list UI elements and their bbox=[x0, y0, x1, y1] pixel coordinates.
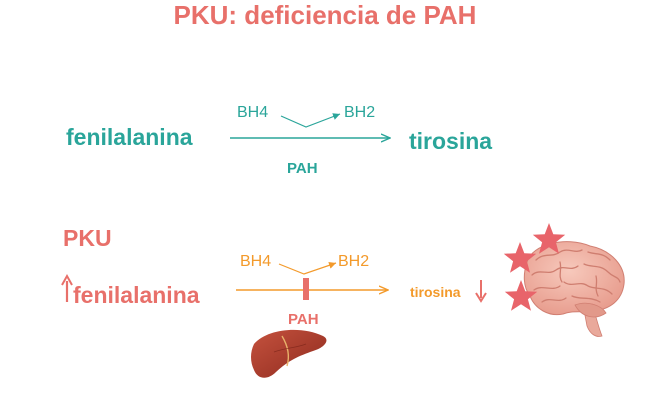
normal-cofactor-in: BH4 bbox=[237, 104, 269, 121]
down-arrow-icon bbox=[475, 280, 487, 303]
star-icon bbox=[532, 223, 566, 254]
pku-enzyme-block bbox=[303, 278, 309, 300]
pku-cofactor-out: BH2 bbox=[338, 253, 370, 270]
pku-cofactor-arc bbox=[278, 261, 337, 275]
normal-cofactor-out: BH2 bbox=[344, 104, 376, 121]
brain-icon bbox=[523, 241, 625, 337]
normal-product: tirosina bbox=[409, 128, 493, 154]
pku-enzyme: PAH bbox=[288, 311, 319, 328]
normal-substrate: fenilalanina bbox=[66, 124, 193, 150]
pku-heading: PKU bbox=[63, 225, 112, 251]
star-icon bbox=[504, 280, 538, 311]
pku-cofactor-in: BH4 bbox=[240, 253, 272, 270]
star-icon bbox=[503, 242, 537, 273]
normal-cofactor-arc bbox=[280, 113, 341, 128]
up-arrow-icon bbox=[61, 273, 73, 302]
pku-product: tirosina bbox=[410, 284, 461, 300]
pku-substrate: fenilalanina bbox=[73, 282, 200, 308]
diagram-title: PKU: deficiencia de PAH bbox=[173, 0, 477, 30]
normal-enzyme: PAH bbox=[287, 160, 318, 177]
liver-icon bbox=[251, 329, 327, 378]
